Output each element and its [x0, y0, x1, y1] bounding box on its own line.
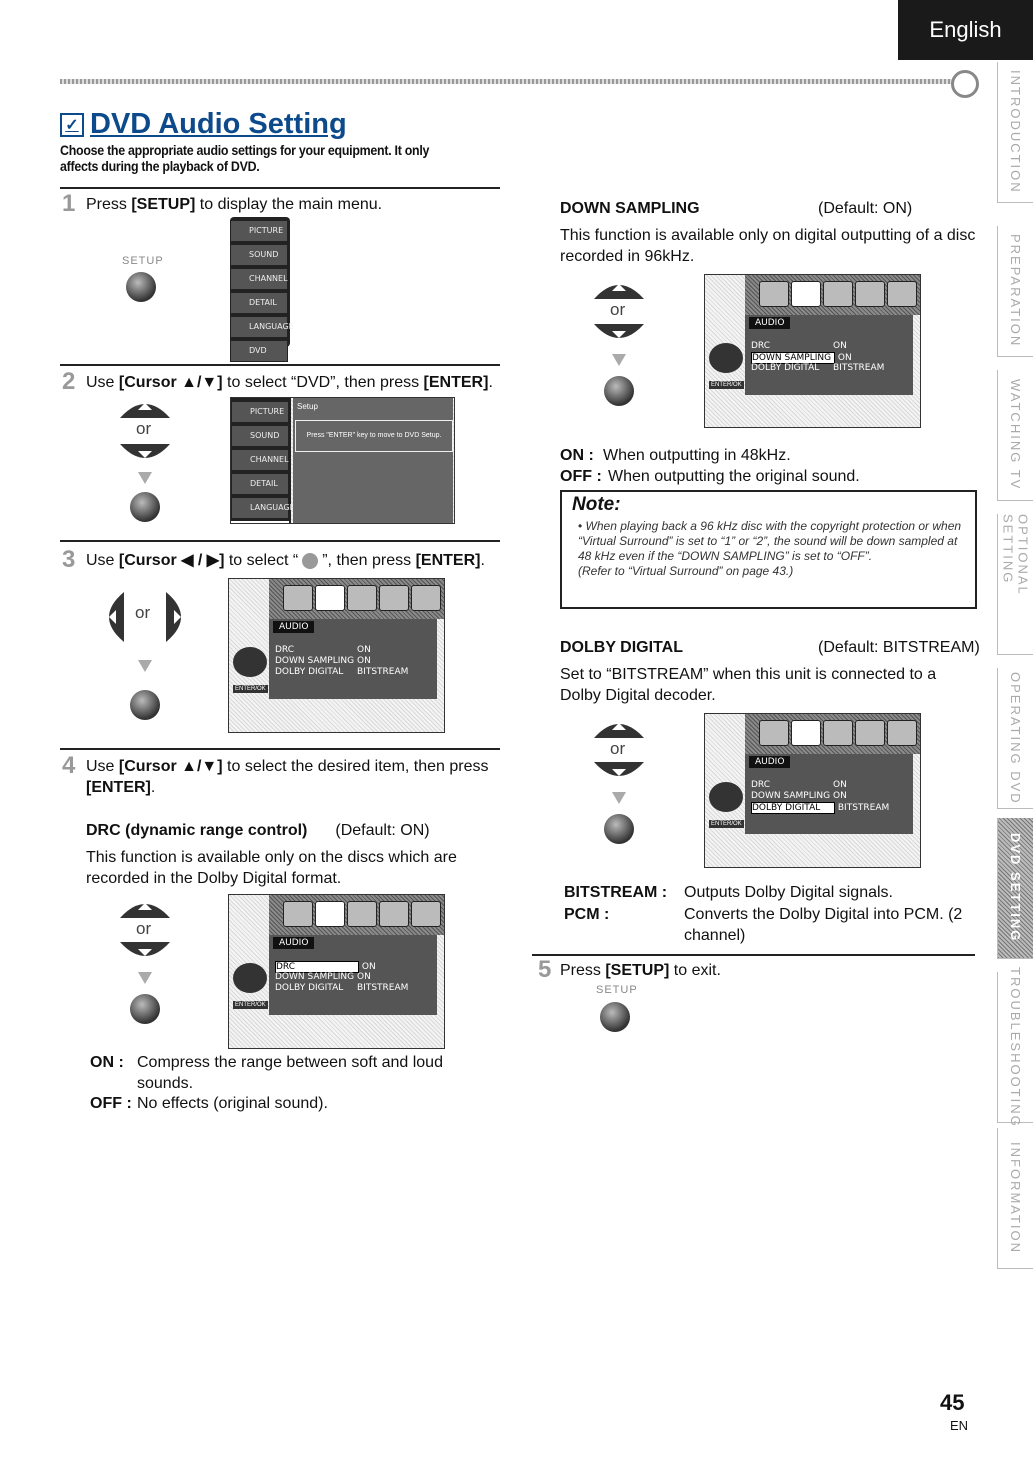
down-arrow-button-icon	[120, 942, 170, 956]
flow-arrow-icon	[612, 354, 626, 366]
left-arrow-button-icon	[109, 592, 124, 642]
flow-arrow-icon	[138, 972, 152, 984]
step-number: 3	[62, 546, 76, 573]
ds-off-label: OFF :	[560, 468, 602, 485]
down-arrow-button-icon	[594, 324, 644, 338]
divider	[60, 187, 500, 189]
enter-button-icon	[604, 376, 634, 406]
audio-icon	[302, 552, 319, 569]
side-tab-troubleshooting[interactable]: TROUBLESHOOTING	[997, 967, 1033, 1127]
setup-label: SETUP	[122, 255, 164, 267]
up-arrow-button-icon	[120, 403, 170, 418]
enter-button-icon	[604, 814, 634, 844]
page-number: 45	[940, 1390, 965, 1415]
note-title: Note:	[572, 494, 621, 515]
right-arrow-button-icon	[166, 592, 181, 642]
setup-label: SETUP	[596, 984, 638, 996]
up-arrow-button-icon	[594, 284, 644, 299]
or-text: or	[135, 603, 151, 622]
pcm-text: Converts the Dolby Digital into PCM. (2 …	[684, 906, 963, 944]
down-sampling-description: This function is available only on digit…	[560, 227, 976, 265]
note-text: • When playing back a 96 kHz disc with t…	[578, 519, 962, 578]
header-rule	[60, 79, 960, 84]
bitstream-label: BITSTREAM :	[564, 884, 668, 901]
flow-arrow-icon	[138, 472, 152, 484]
intro-text: Choose the appropriate audio settings fo…	[60, 143, 430, 174]
or-text: or	[136, 919, 152, 938]
dolby-default: (Default: BITSTREAM)	[818, 639, 980, 656]
down-sampling-default: (Default: ON)	[818, 200, 913, 217]
or-text: or	[136, 419, 152, 438]
divider	[60, 748, 500, 750]
step-3-text: Use [Cursor ◀ / ▶] to select “”, then pr…	[86, 552, 485, 569]
setup-button-icon	[600, 1002, 630, 1032]
up-arrow-button-icon	[120, 903, 170, 918]
side-tab-watching-tv[interactable]: WATCHING TV	[997, 370, 1033, 501]
side-tab-optional-setting[interactable]: OPTIONAL SETTING	[997, 514, 1033, 655]
side-tab-information[interactable]: INFORMATION	[997, 1128, 1033, 1269]
step-5-text: Press [SETUP] to exit.	[560, 962, 721, 979]
divider	[60, 540, 500, 542]
ds-off-text: When outputting the original sound.	[608, 468, 860, 485]
step-number: 4	[62, 752, 76, 779]
note-box: Note: • When playing back a 96 kHz disc …	[560, 490, 977, 609]
down-sampling-heading: DOWN SAMPLING	[560, 200, 700, 217]
page-language: EN	[950, 1418, 969, 1433]
ds-on-text: When outputting in 48kHz.	[603, 447, 791, 464]
down-arrow-button-icon	[120, 444, 170, 458]
or-text: or	[610, 739, 626, 758]
header-rule-end	[951, 70, 979, 98]
enter-button-icon	[130, 492, 160, 522]
bitstream-text: Outputs Dolby Digital signals.	[684, 884, 893, 901]
flow-arrow-icon	[138, 660, 152, 672]
drc-on-text: Compress the range between soft and loud…	[137, 1054, 443, 1092]
ds-on-label: ON :	[560, 447, 594, 464]
side-tab-operating-dvd[interactable]: OPERATING DVD	[997, 668, 1033, 809]
step-number: 2	[62, 368, 76, 395]
flow-arrow-icon	[612, 792, 626, 804]
step-number: 1	[62, 190, 76, 217]
setup-button-icon	[126, 272, 156, 302]
divider	[532, 954, 975, 956]
drc-off-label: OFF :	[90, 1095, 132, 1112]
or-text: or	[610, 300, 626, 319]
pcm-label: PCM :	[564, 906, 610, 923]
drc-on-label: ON :	[90, 1054, 124, 1071]
step-number: 5	[538, 956, 552, 983]
drc-description: This function is available only on the d…	[86, 849, 457, 887]
checkbox-icon: ✓	[60, 112, 84, 137]
side-tab-introduction[interactable]: INTRODUCTION	[997, 62, 1033, 203]
divider	[60, 364, 500, 366]
page-title: ✓ DVD Audio Setting	[60, 108, 347, 141]
enter-button-icon	[130, 994, 160, 1024]
up-arrow-button-icon	[594, 723, 644, 738]
dolby-heading: DOLBY DIGITAL	[560, 639, 683, 656]
language-tab: English	[898, 0, 1033, 60]
step-4-text: Use [Cursor ▲/▼] to select the desired i…	[86, 758, 489, 796]
page-title-text: DVD Audio Setting	[90, 108, 347, 140]
drc-off-text: No effects (original sound).	[137, 1095, 328, 1112]
down-arrow-button-icon	[594, 762, 644, 776]
side-tab-preparation[interactable]: PREPARATION	[997, 226, 1033, 357]
drc-heading: DRC (dynamic range control)(Default: ON)	[86, 822, 430, 839]
side-tab-dvd-setting[interactable]: DVD SETTING	[997, 818, 1033, 959]
step-2-text: Use [Cursor ▲/▼] to select “DVD”, then p…	[86, 374, 493, 391]
dolby-description: Set to “BITSTREAM” when this unit is con…	[560, 666, 937, 704]
step-1-text: Press [SETUP] to display the main menu.	[86, 196, 383, 213]
enter-button-icon	[130, 690, 160, 720]
